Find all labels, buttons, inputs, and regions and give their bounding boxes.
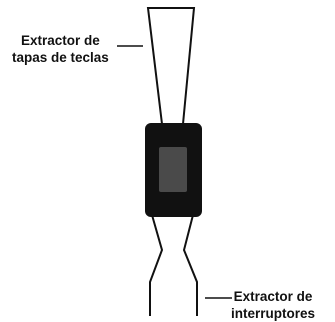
keycap-puller-label-line1: Extractor de xyxy=(21,33,100,48)
switch-puller-outline xyxy=(149,214,198,316)
keycap-puller-label: Extractor de tapas de teclas xyxy=(12,32,109,66)
grip-insert xyxy=(159,147,187,192)
keycap-puller-label-line2: tapas de teclas xyxy=(12,50,109,65)
switch-puller-label: Extractor de interruptores xyxy=(231,288,315,322)
switch-puller-label-line2: interruptores xyxy=(231,306,316,321)
keycap-puller-shape xyxy=(146,7,196,125)
switch-puller-label-line1: Extractor de xyxy=(233,289,313,304)
